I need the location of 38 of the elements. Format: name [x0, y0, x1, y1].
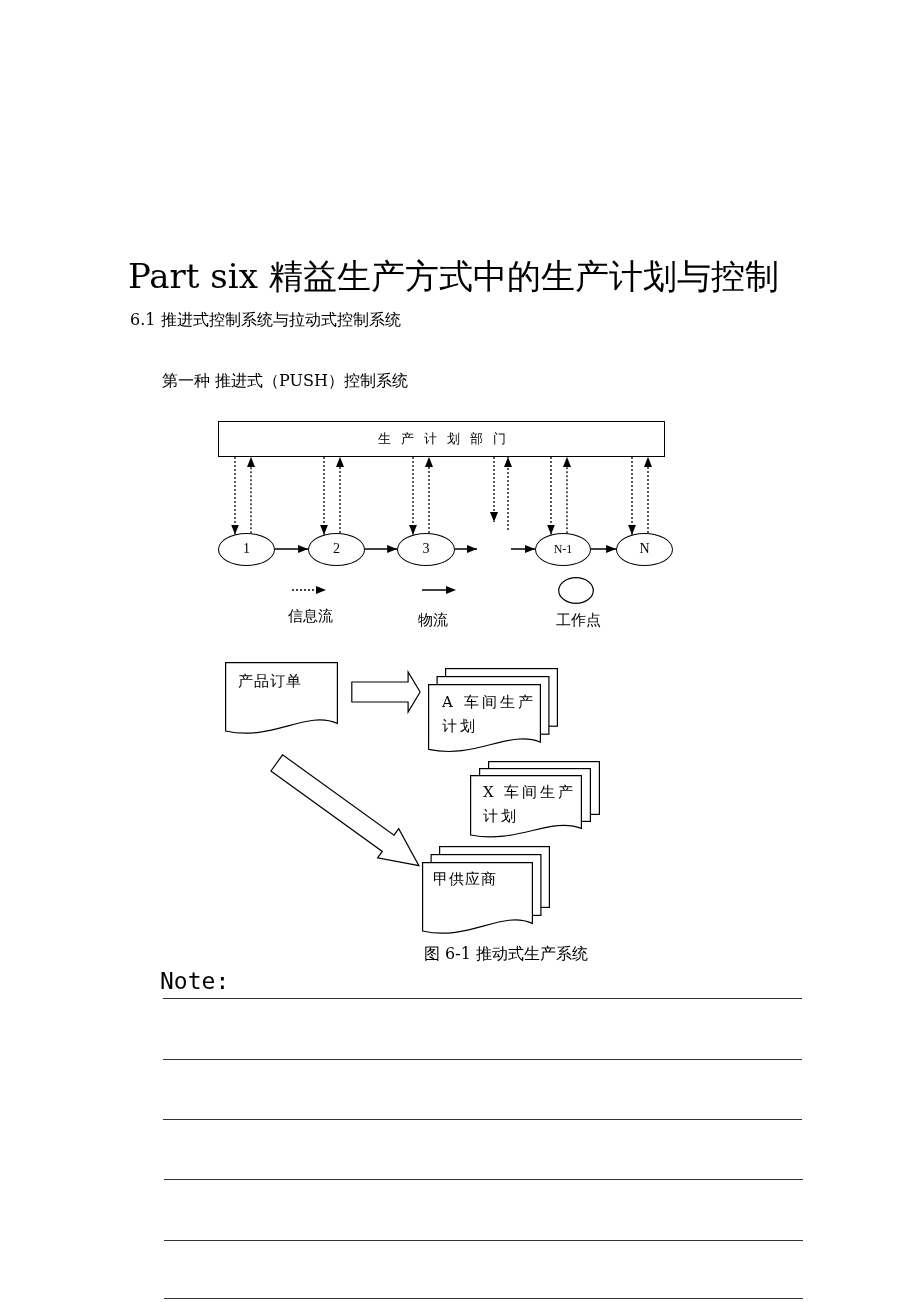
- box-label: 生产计划部门: [376, 431, 516, 447]
- dotted-arrow: [425, 456, 433, 534]
- subsection-heading: 第一种 推进式（PUSH）控制系统: [162, 371, 408, 391]
- dotted-arrow: [231, 456, 239, 536]
- figure-caption: 图 6-1 推动式生产系统: [424, 944, 588, 964]
- section-heading: 6.1 推进式控制系统与拉动式控制系统: [130, 310, 401, 330]
- legend-label: 信息流: [288, 607, 333, 625]
- dotted-arrow: [628, 456, 636, 536]
- block-arrow: [351, 669, 421, 715]
- station-number: N: [639, 541, 650, 558]
- station-number: 3: [422, 541, 430, 558]
- document-label: X 车间生产计划: [483, 782, 578, 827]
- department-box: [218, 421, 665, 457]
- document-label: 甲供应商: [433, 870, 498, 888]
- arrow: [364, 545, 398, 553]
- dotted-arrow: [490, 456, 498, 523]
- legend-label: 工作点: [556, 611, 601, 629]
- dotted-arrow: [320, 456, 328, 536]
- arrow: [590, 545, 617, 553]
- dotted-arrow: [563, 456, 571, 534]
- dotted-arrow: [547, 456, 555, 536]
- document-label: 产品订单: [238, 672, 303, 690]
- block-arrow: [270, 753, 421, 867]
- arrow: [510, 545, 536, 553]
- arrow: [274, 545, 309, 553]
- legend-label: 物流: [418, 611, 448, 629]
- station-number: N-1: [553, 542, 573, 557]
- note-label: Note:: [160, 968, 230, 996]
- arrow: [454, 545, 478, 553]
- station-number: 1: [243, 541, 250, 558]
- dotted-arrow: [644, 456, 652, 534]
- dotted-arrow: [409, 456, 417, 536]
- page-title: Part six 精益生产方式中的生产计划与控制: [128, 256, 779, 297]
- station-number: 2: [333, 541, 340, 558]
- dotted-arrow: [247, 456, 255, 534]
- dotted-arrow: [336, 456, 344, 534]
- dotted-arrow: [504, 456, 512, 531]
- document-label: A 车间生产计划: [442, 692, 537, 737]
